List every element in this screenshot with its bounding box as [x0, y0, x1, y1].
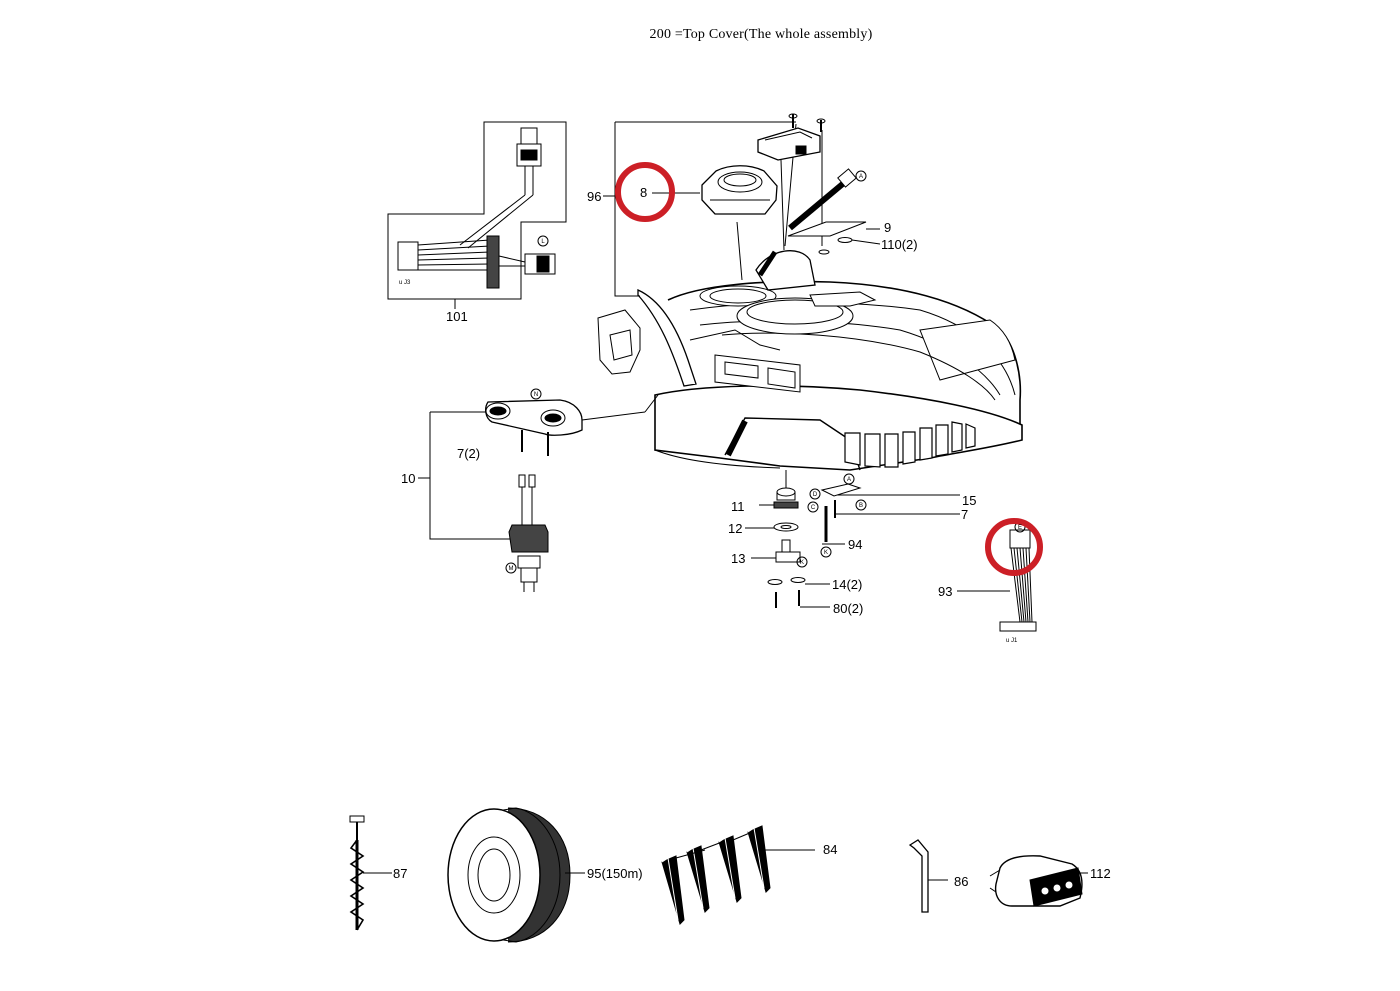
part-sensor-10	[485, 388, 583, 592]
part-pegs-84	[661, 825, 815, 925]
callout-15: 15	[962, 493, 976, 508]
side-vents	[844, 421, 976, 468]
callout-87: 87	[393, 866, 407, 881]
highlight-circle-8	[615, 162, 675, 222]
callout-80-2: 80(2)	[833, 601, 863, 616]
part-bracket-15	[807, 473, 867, 558]
wiring-harness-101	[387, 121, 567, 309]
callout-14-2: 14(2)	[832, 577, 862, 592]
callout-12: 12	[728, 521, 742, 536]
callout-9: 9	[884, 220, 891, 235]
ref-letter-c: C	[811, 505, 816, 511]
callout-86: 86	[954, 874, 968, 889]
label-j13: u J3	[399, 280, 411, 286]
callout-13: 13	[731, 551, 745, 566]
callout-84: 84	[823, 842, 837, 857]
part-stack-11-13	[767, 487, 808, 608]
part-display-module	[757, 113, 826, 161]
ref-letter-l: L	[541, 239, 545, 245]
ref-letter-d: D	[813, 492, 818, 498]
callout-112: 112	[1090, 866, 1111, 881]
part-plate-9	[787, 221, 867, 255]
ref-letter-n: N	[534, 392, 538, 398]
part-cap-8	[701, 165, 778, 215]
callout-10: 10	[401, 471, 415, 486]
ref-letter-a: A	[859, 174, 863, 180]
ref-letter-k: K	[824, 550, 828, 556]
part-connector-112	[989, 855, 1088, 907]
mower-body	[597, 250, 1023, 471]
callout-101: 101	[446, 309, 468, 324]
callout-labels: 8 96 9 110(2) 101 7(2) 10 11 12 13 15 7 …	[393, 174, 1111, 889]
callout-11: 11	[731, 499, 745, 514]
label-j11: u J1	[1006, 638, 1018, 644]
part-wire-spool-95	[447, 807, 585, 943]
callout-95: 95(150m)	[587, 866, 643, 881]
part-ribbon-cable	[788, 168, 867, 231]
ref-letter-b: B	[859, 503, 863, 509]
ref-letter-m: M	[509, 566, 514, 572]
callout-7-2: 7(2)	[457, 446, 480, 461]
diagram-title: 200 =Top Cover(The whole assembly)	[649, 27, 873, 42]
callout-8: 8	[640, 185, 647, 200]
callout-110: 110(2)	[881, 237, 918, 252]
callout-93: 93	[938, 584, 952, 599]
part-cable-93	[999, 521, 1037, 632]
callout-94: 94	[848, 537, 862, 552]
ref-letter-k2: K	[800, 560, 804, 566]
ref-letter-a2: A	[847, 477, 851, 483]
part-hex-key-86	[908, 839, 948, 913]
callout-7: 7	[961, 507, 968, 522]
highlight-circle-93	[985, 518, 1043, 576]
part-screw-87	[349, 815, 392, 931]
callout-96: 96	[587, 189, 601, 204]
ref-letter-e: E	[1018, 525, 1022, 531]
